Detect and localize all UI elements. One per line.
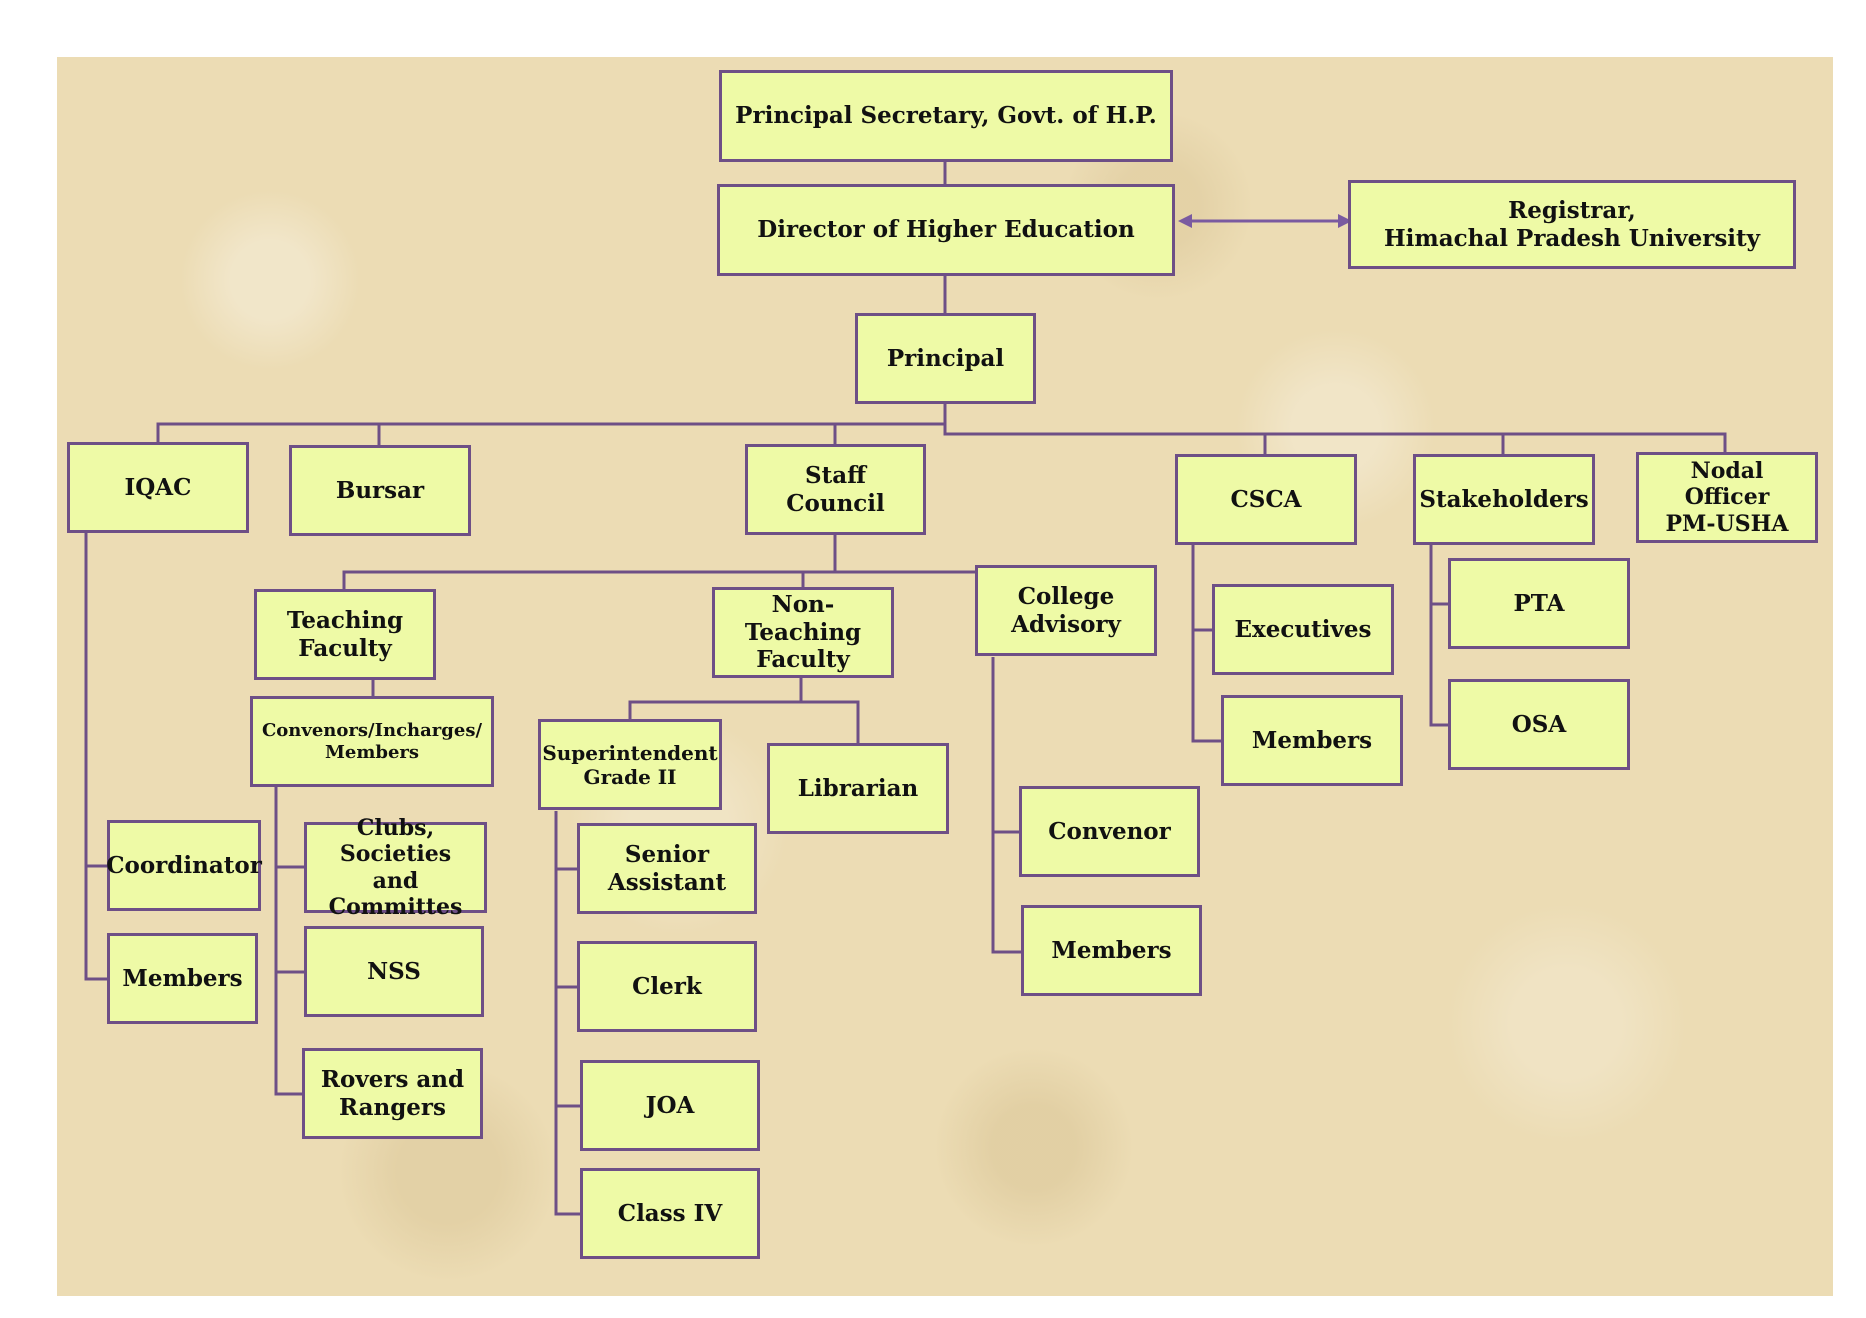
nonteaching-split — [628, 700, 860, 744]
node-non-teaching-faculty: Non-Teaching Faculty — [712, 587, 894, 678]
iqac-spine — [84, 532, 108, 981]
node-bursar: Bursar — [289, 445, 471, 536]
council-bus — [342, 565, 1067, 590]
convenors-spine — [274, 785, 305, 1096]
node-convenors: Convenors/Incharges/ Members — [250, 696, 494, 787]
node-advisory-convenor: Convenor — [1019, 786, 1200, 877]
node-rovers: Rovers and Rangers — [302, 1048, 483, 1139]
node-pta: PTA — [1448, 558, 1630, 649]
node-clubs: Clubs, Societies and Committes — [304, 815, 487, 920]
node-coordinator: Coordinator — [106, 820, 262, 911]
node-executives: Executives — [1212, 584, 1394, 675]
bus-left — [156, 422, 945, 443]
node-staff-council: Staff Council — [745, 444, 926, 535]
node-advisory-members: Members — [1021, 905, 1202, 996]
node-teaching-faculty: Teaching Faculty — [254, 589, 436, 680]
node-joa: JOA — [580, 1060, 760, 1151]
node-senior-assistant: Senior Assistant — [577, 823, 757, 914]
node-nss: NSS — [304, 926, 484, 1017]
superintendent-spine — [554, 811, 580, 1216]
node-superintendent: Superintendent Grade II — [538, 719, 722, 810]
node-principal-secretary: Principal Secretary, Govt. of H.P. — [719, 70, 1173, 162]
node-class-iv: Class IV — [580, 1168, 760, 1259]
node-librarian: Librarian — [767, 743, 949, 834]
arrowhead-left-icon — [1178, 214, 1192, 228]
node-csca-members: Members — [1221, 695, 1403, 786]
advisory-spine — [991, 657, 1022, 954]
node-college-advisory: College Advisory — [975, 565, 1157, 656]
node-iqac: IQAC — [67, 442, 249, 533]
csca-spine — [1191, 545, 1222, 743]
node-registrar: Registrar, Himachal Pradesh University — [1348, 180, 1796, 269]
node-stakeholders: Stakeholders — [1413, 454, 1595, 545]
node-principal: Principal — [855, 313, 1036, 404]
arrowhead-right-icon — [1338, 214, 1352, 228]
node-director: Director of Higher Education — [717, 184, 1175, 276]
node-nodal-officer: Nodal Officer PM-USHA — [1636, 452, 1818, 543]
node-clerk: Clerk — [577, 941, 757, 1032]
bus-right — [943, 424, 1727, 452]
node-iqac-members: Members — [107, 933, 258, 1024]
node-csca: CSCA — [1175, 454, 1357, 545]
node-osa: OSA — [1448, 679, 1630, 770]
